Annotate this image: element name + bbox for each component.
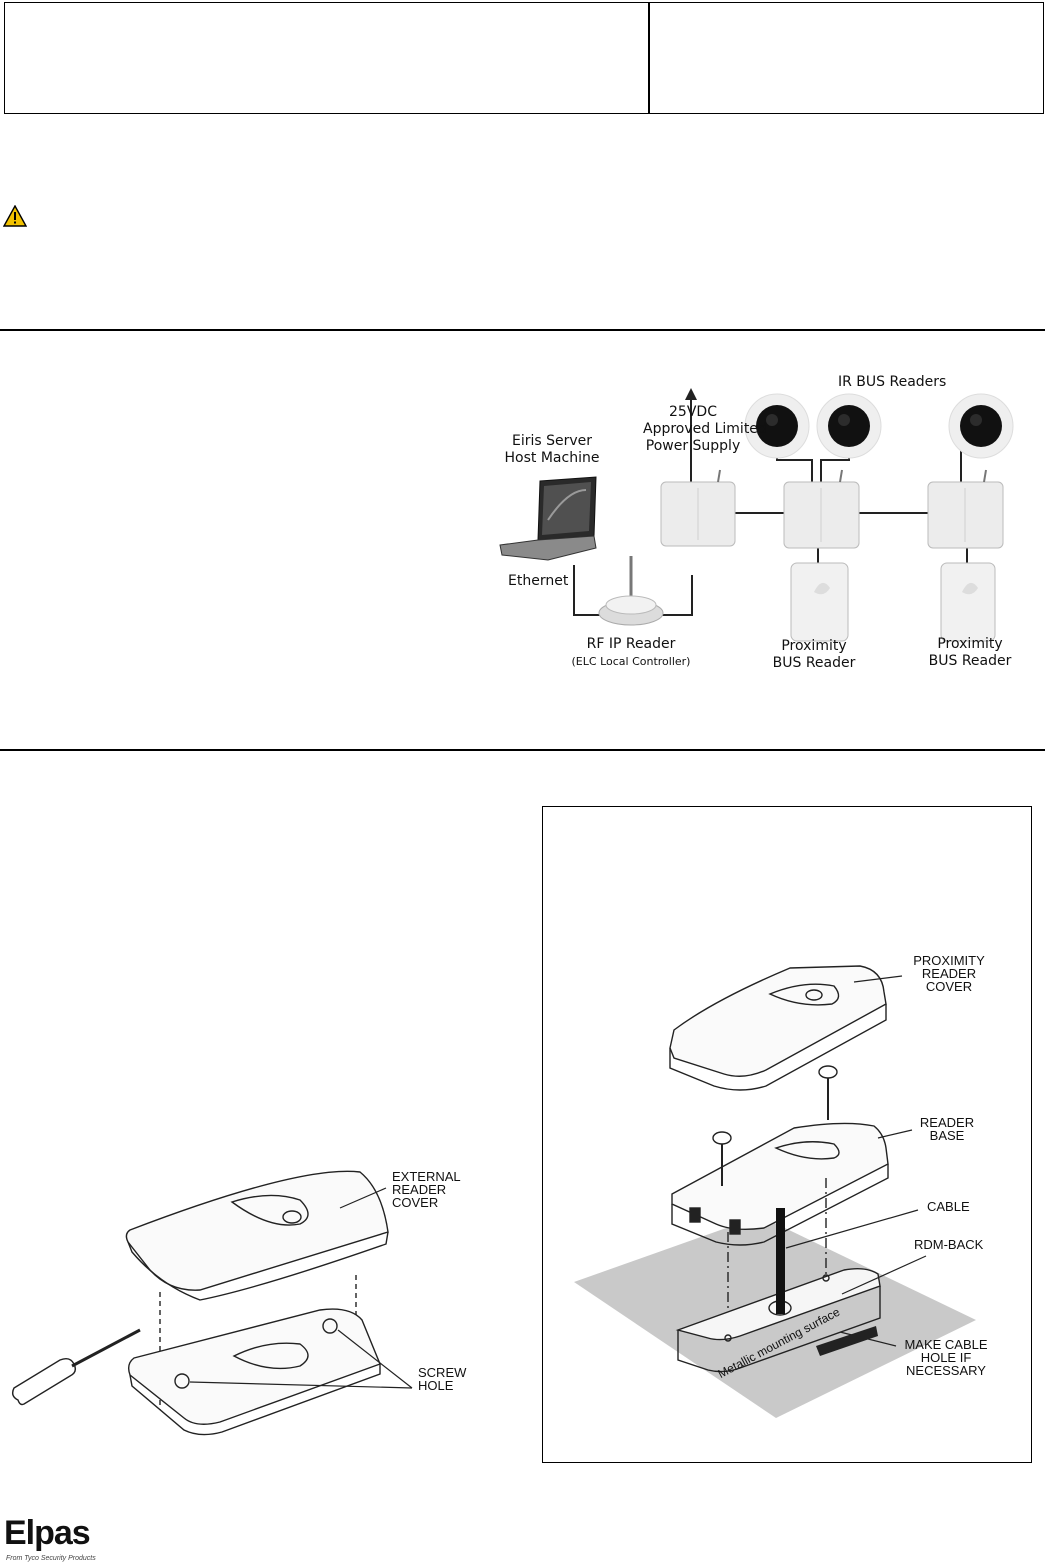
server-label: Eiris Server Host Machine: [504, 433, 600, 466]
section-divider-2: [0, 749, 1045, 751]
make-cable-hole-label: MAKE CABLE HOLE IF NECESSARY: [904, 1337, 988, 1378]
proximity-reader-label-2: Proximity BUS Reader: [928, 636, 1012, 669]
external-reader-figure: EXTERNAL READER COVER SCREW HOLE: [0, 1160, 520, 1450]
section-divider-1: [0, 329, 1045, 331]
external-reader-drawing: [11, 1170, 413, 1436]
warning-icon: [3, 205, 27, 227]
laptop-icon: [499, 476, 597, 561]
external-reader-cover-label: EXTERNAL READER COVER: [392, 1169, 461, 1210]
controller-2: [783, 469, 860, 549]
ethernet-label: Ethernet: [508, 573, 569, 589]
proximity-reader-cover-label: PROXIMITY READER COVER: [913, 953, 985, 994]
proximity-reader-drawing: [574, 965, 976, 1418]
reader-base-label: READER BASE: [919, 1115, 975, 1143]
screw-hole-label: SCREW HOLE: [418, 1365, 467, 1393]
elpas-logo: Elpas: [4, 1514, 91, 1552]
rf-ip-reader-label: RF IP Reader (ELC Local Controller): [571, 636, 691, 668]
header-table: [4, 2, 1044, 114]
power-supply-label: 25VDC Approved Limited Power Supply: [643, 404, 767, 454]
proximity-reader-device-2: [940, 562, 996, 642]
ir-reader-2: [816, 393, 882, 459]
ir-bus-readers-label: IR BUS Readers: [838, 374, 947, 390]
controller-3: [927, 469, 1004, 549]
rf-ip-reader-icon: [598, 556, 664, 626]
controller-1: [660, 469, 736, 547]
logo-tagline: From Tyco Security Products: [6, 1555, 96, 1562]
ir-reader-1: [744, 393, 810, 459]
header-table-divider: [648, 2, 650, 114]
network-diagram: IR BUS Readers 25VDC Approved Limited Po…: [478, 360, 1045, 680]
rdm-back-label: RDM-BACK: [914, 1237, 984, 1252]
proximity-reader-label-1: Proximity BUS Reader: [772, 638, 856, 671]
cable-label: CABLE: [927, 1199, 970, 1214]
proximity-reader-figure: PROXIMITY READER COVER READER BASE CABLE…: [544, 808, 1030, 1461]
proximity-reader-figure-frame: [542, 806, 1032, 1463]
ir-reader-3: [948, 393, 1014, 459]
proximity-reader-device-1: [790, 562, 849, 642]
network-diagram-graphics: [499, 388, 1014, 642]
